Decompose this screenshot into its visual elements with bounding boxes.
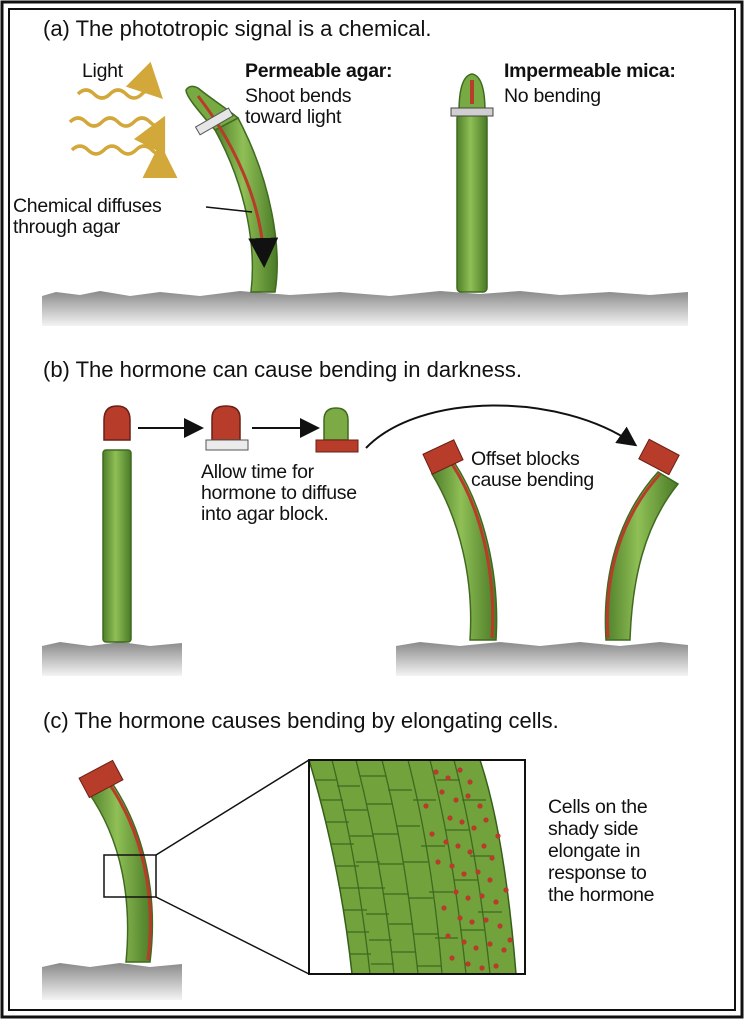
decapitated-stem (102, 449, 132, 643)
cells-label: Cells on the shady side elongate in resp… (548, 796, 655, 907)
light-label: Light (82, 60, 123, 82)
hormone-dots (423, 767, 513, 971)
straight-shoot-a (456, 113, 488, 293)
agar-block-b2 (315, 439, 359, 453)
offset-blocks-label: Offset blocks cause bending (471, 448, 594, 492)
tip-on-agar (211, 405, 241, 441)
tip-on-agar-2 (323, 407, 349, 441)
panel-a-heading: (a) The phototropic signal is a chemical… (43, 16, 432, 41)
chemical-arrow-a (196, 95, 279, 268)
agar-block-b1 (205, 439, 249, 451)
chemical-leader (205, 206, 253, 213)
permeable-title: Permeable agar: (245, 60, 393, 82)
ground-a (42, 291, 688, 326)
panel-c-illustration (42, 759, 526, 1000)
permeable-description: Shoot bends toward light (245, 85, 352, 129)
ground-b-right (396, 642, 688, 676)
allow-time-label: Allow time for hormone to diffuse into a… (201, 461, 357, 526)
offset-block-2 (638, 438, 680, 476)
panel-b-heading: (b) The hormone can cause bending in dar… (43, 357, 522, 382)
light-rays (68, 61, 178, 179)
offset-stem-2 (604, 471, 680, 641)
offset-block-1 (422, 439, 464, 475)
panel-c-heading: (c) The hormone causes bending by elonga… (43, 708, 559, 733)
impermeable-description: No bending (504, 85, 601, 107)
removed-tip-1 (103, 405, 131, 441)
panel-a-illustration (42, 61, 688, 326)
bent-stem-c (86, 779, 154, 963)
agar-block-a (194, 107, 234, 136)
ground-c (42, 963, 182, 1000)
zoom-frame (308, 759, 526, 975)
zoom-box (103, 854, 157, 898)
chemical-diffuses-label: Chemical diffuses through agar (13, 195, 162, 239)
panel-b-illustration (42, 404, 688, 676)
impermeable-title: Impermeable mica: (504, 60, 676, 82)
inner-border (8, 8, 736, 1011)
magnified-cells (309, 760, 525, 974)
agar-block-c (78, 759, 124, 799)
ground-b-left (42, 642, 182, 676)
transfer-arrow (365, 404, 638, 449)
mica-plate (450, 107, 494, 117)
bent-shoot-a (213, 116, 278, 293)
